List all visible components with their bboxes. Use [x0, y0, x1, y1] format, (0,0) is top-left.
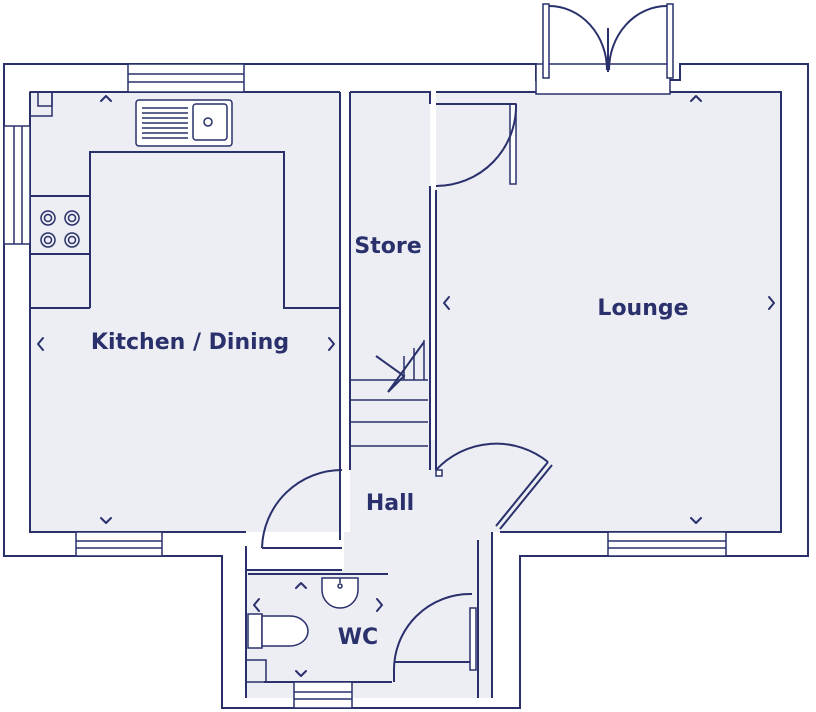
- room-label-hall: Hall: [366, 491, 414, 516]
- chevron-down-icon: [690, 517, 702, 524]
- chevron-up-icon: [690, 95, 702, 102]
- windows: [3, 63, 727, 709]
- room-label-lounge: Lounge: [597, 296, 688, 321]
- door-hall-lounge: [435, 442, 553, 530]
- french-doors: [535, 3, 674, 95]
- chevron-up-icon: [295, 582, 307, 589]
- chevron-left-icon: [37, 337, 44, 351]
- chevron-left-icon: [253, 598, 260, 612]
- chevron-left-icon: [443, 296, 450, 310]
- chevron-down-icon: [295, 670, 307, 677]
- floor-areas: [30, 92, 781, 698]
- wc-fixtures: [245, 577, 359, 683]
- staircase: [350, 340, 428, 447]
- room-label-store: Store: [354, 234, 421, 259]
- window-kitchen-left: [3, 125, 31, 245]
- room-label-wc: WC: [338, 625, 378, 650]
- chevron-up-icon: [100, 95, 112, 102]
- chevron-right-icon: [328, 337, 335, 351]
- window-lounge-bottom: [607, 531, 727, 557]
- basin-icon: [321, 577, 359, 609]
- door-lounge: [435, 103, 518, 187]
- dimension-markers: [37, 95, 775, 677]
- door-wc: [392, 592, 477, 682]
- hob-icon: [40, 210, 80, 248]
- window-kitchen-top: [127, 63, 245, 93]
- chevron-down-icon: [100, 517, 112, 524]
- kitchen-fixtures: [29, 91, 340, 309]
- window-kitchen-bottom: [75, 531, 163, 557]
- chevron-right-icon: [768, 296, 775, 310]
- door-hall-kitchen: [261, 469, 343, 549]
- chevron-right-icon: [376, 598, 383, 612]
- window-wc-bottom: [293, 681, 353, 709]
- room-labels: Kitchen / Dining Store Lounge Hall WC: [91, 234, 689, 650]
- room-label-kitchen: Kitchen / Dining: [91, 330, 289, 355]
- doors: [261, 103, 553, 682]
- toilet-icon: [247, 613, 309, 649]
- sink-icon: [135, 99, 233, 147]
